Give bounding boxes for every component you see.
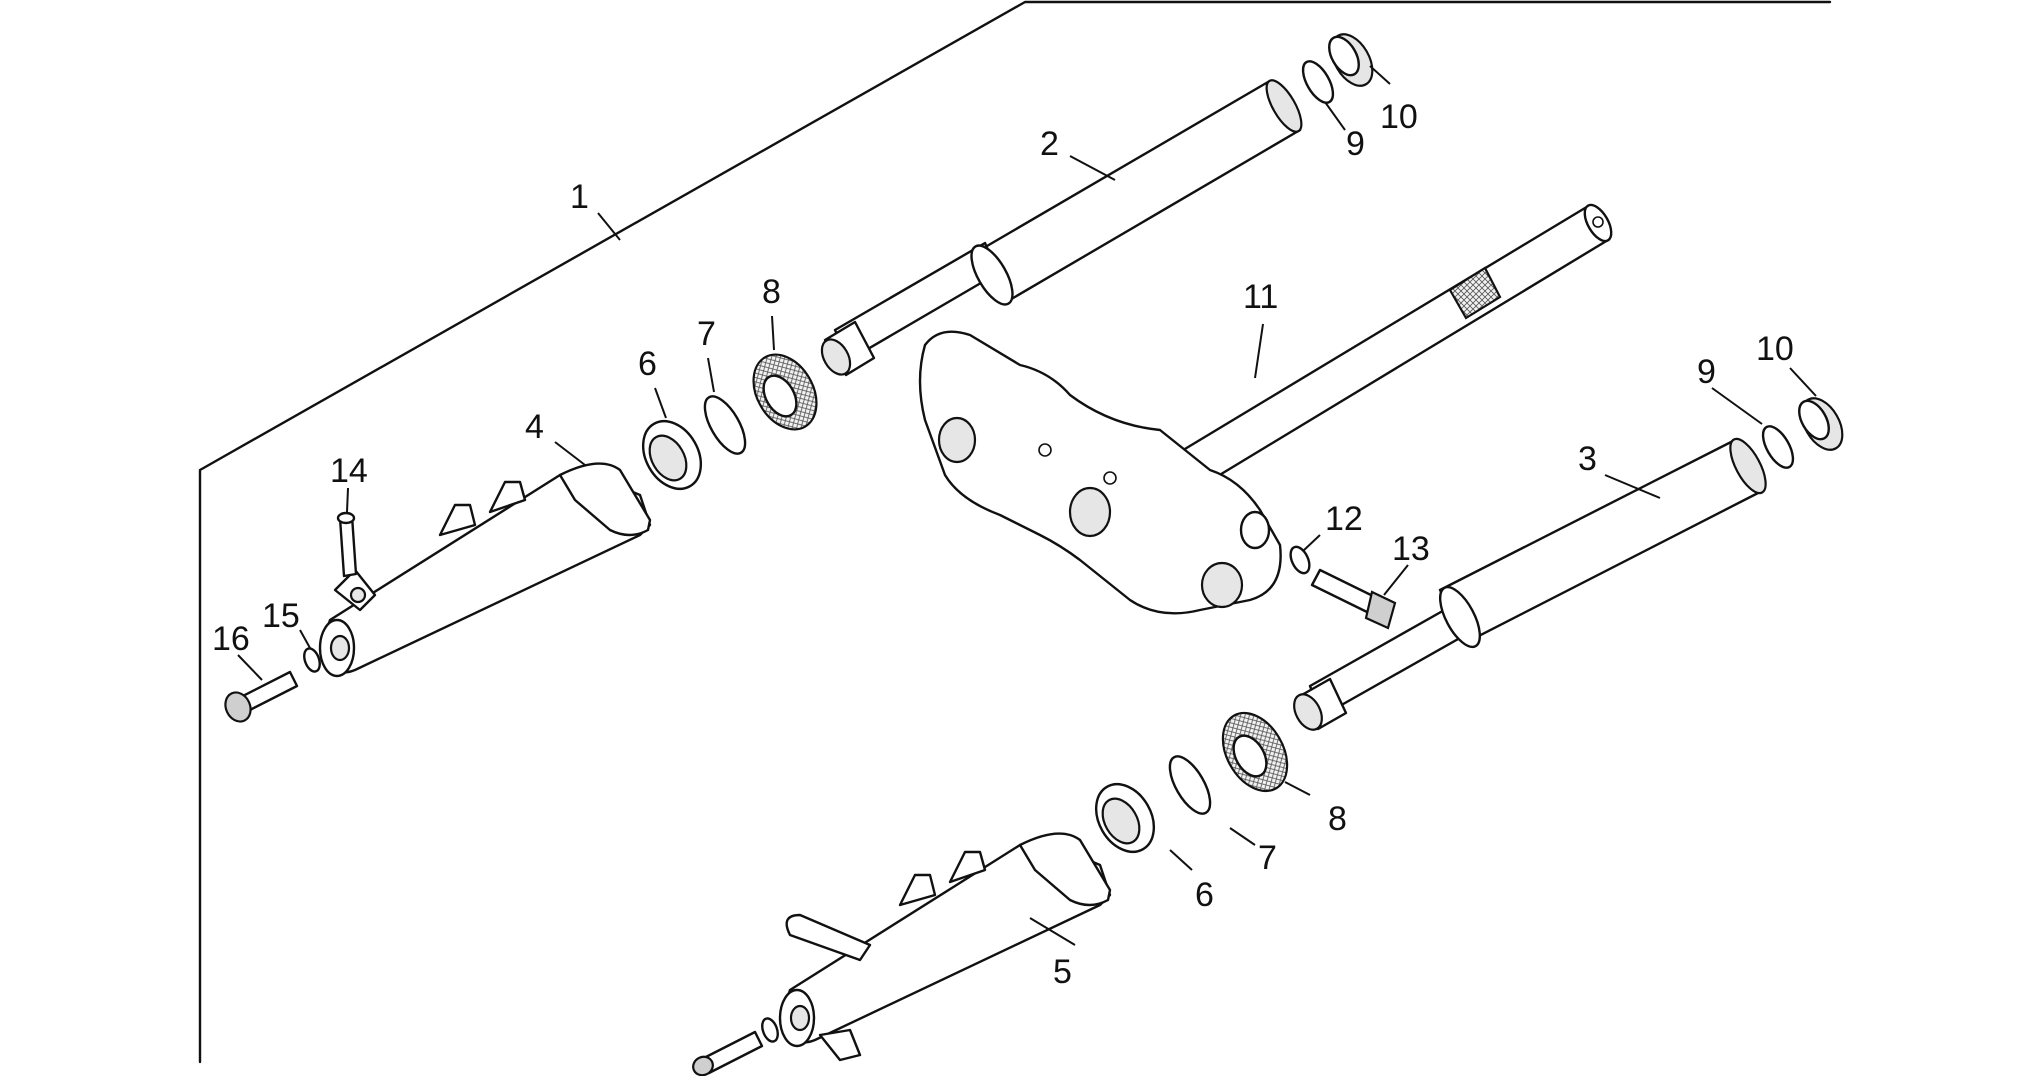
callout-9-lower: 9 <box>1697 353 1716 391</box>
callout-12: 12 <box>1325 500 1363 538</box>
washer-right <box>761 1017 779 1043</box>
oil-seal-8-upper <box>752 353 818 431</box>
callout-6-upper: 6 <box>638 345 657 383</box>
snap-ring-lower <box>1761 425 1795 469</box>
callout-13: 13 <box>1392 530 1430 568</box>
callout-7-upper: 7 <box>697 315 716 353</box>
oil-seal-8-lower <box>1221 711 1289 793</box>
assembly-frame <box>198 0 1832 1064</box>
callout-labels: 1 2 3 4 5 6 6 7 7 8 8 9 9 10 10 11 12 13… <box>212 98 1794 991</box>
callout-7-lower: 7 <box>1258 839 1277 877</box>
callout-15: 15 <box>262 597 300 635</box>
callout-1: 1 <box>570 178 589 216</box>
screw-14 <box>336 511 358 578</box>
callout-10-lower: 10 <box>1756 330 1794 368</box>
callout-9-upper: 9 <box>1346 125 1365 163</box>
bolt-13 <box>1310 568 1397 630</box>
callout-16: 16 <box>212 620 250 658</box>
cap-plug-upper <box>1328 33 1374 87</box>
callout-8-lower: 8 <box>1328 800 1347 838</box>
snap-ring-upper <box>1301 60 1335 104</box>
bushing-6-upper <box>641 420 703 490</box>
fork-crown-bracket <box>918 330 1282 615</box>
callout-6-lower: 6 <box>1195 876 1214 914</box>
callout-2: 2 <box>1040 125 1059 163</box>
bushing-6-lower <box>1094 783 1156 853</box>
leader-lines <box>237 65 1817 946</box>
fork-slider-left <box>318 462 652 678</box>
retaining-ring-7-lower <box>1168 755 1212 815</box>
retaining-ring-7-upper <box>703 395 747 455</box>
callout-4: 4 <box>525 408 544 446</box>
callout-11: 11 <box>1243 278 1278 316</box>
washer-15 <box>303 647 321 673</box>
callout-10-upper: 10 <box>1380 98 1418 136</box>
cap-plug-lower <box>1798 397 1844 451</box>
callout-3: 3 <box>1578 440 1597 478</box>
callout-5: 5 <box>1053 953 1072 991</box>
washer-12 <box>1289 545 1311 575</box>
callout-8-upper: 8 <box>762 273 781 311</box>
fork-tube-upper <box>820 79 1303 377</box>
bolt-16 <box>224 670 299 723</box>
fork-tube-lower <box>1293 437 1767 731</box>
fork-slider-right <box>778 832 1112 1062</box>
bolt-right <box>692 1030 764 1076</box>
callout-14: 14 <box>330 452 368 490</box>
steering-stem <box>1148 203 1613 507</box>
